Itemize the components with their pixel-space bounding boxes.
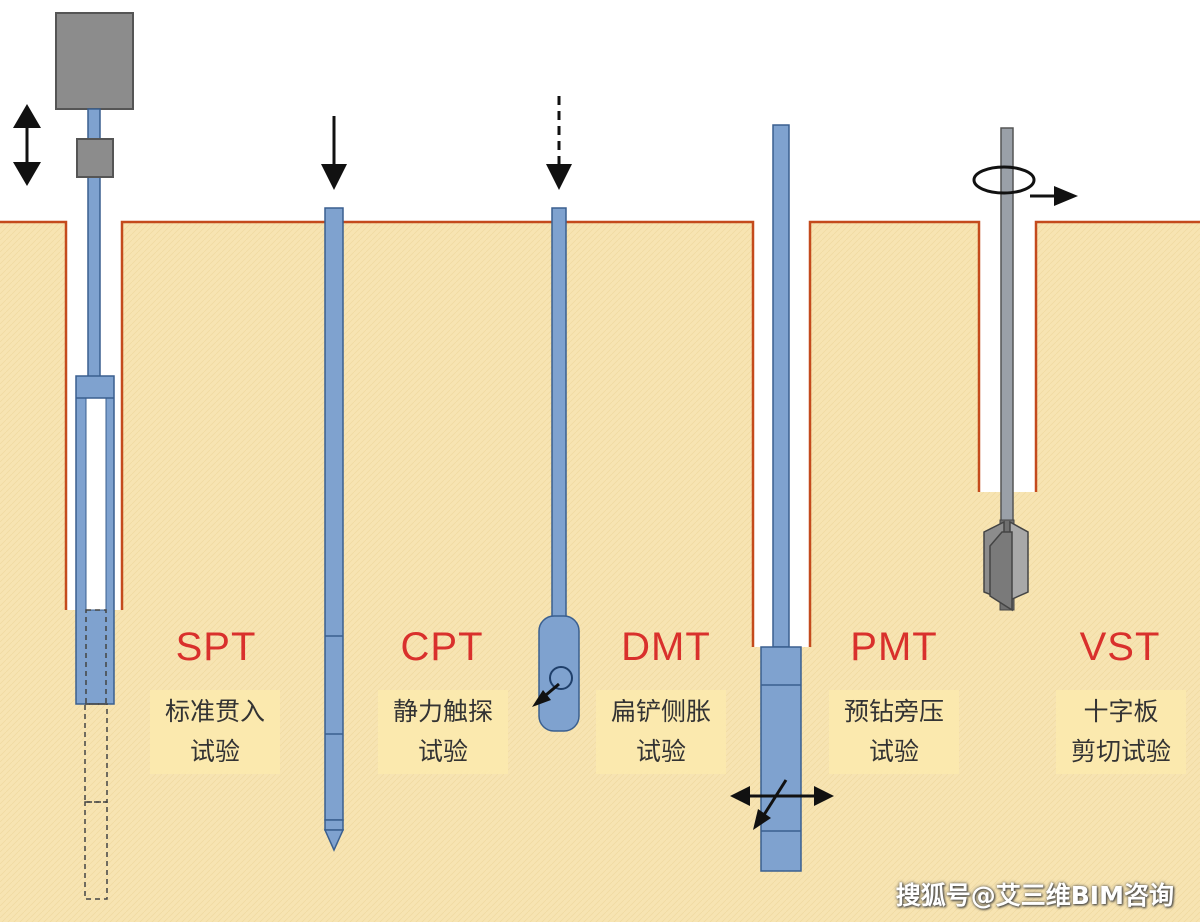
dmt-name-label: 扁铲侧胀 试验 — [596, 690, 726, 774]
pmt-name-label: 预钻旁压 试验 — [829, 690, 959, 774]
spt-name-line1: 标准贯入 — [164, 697, 265, 726]
pmt-name-line1: 预钻旁压 — [843, 697, 944, 726]
cpt-code-label: CPT — [400, 625, 484, 669]
spt-name-line2: 试验 — [189, 737, 240, 766]
vst-name-label: 十字板 剪切试验 — [1056, 690, 1186, 774]
vst-rod — [1000, 127, 1014, 524]
spt-apparatus — [55, 12, 134, 900]
down-arrow-icon — [321, 116, 347, 190]
spt-anvil — [76, 138, 114, 178]
spt-next-position-1 — [85, 609, 107, 705]
cpt-name-line1: 静力触探 — [392, 697, 493, 726]
dmt-apparatus — [538, 207, 580, 732]
spt-name-label: 标准贯入 试验 — [150, 690, 280, 774]
vst-name-line2: 剪切试验 — [1070, 737, 1171, 766]
dashed-down-arrow-icon — [546, 96, 572, 190]
dmt-code-label: DMT — [621, 625, 711, 669]
vst-vane-front — [989, 531, 1013, 612]
dmt-name-line2: 试验 — [635, 737, 686, 766]
dmt-name-line1: 扁铲侧胀 — [610, 697, 711, 726]
ground-surface-line — [0, 220, 1200, 647]
cpt-name-label: 静力触探 试验 — [378, 690, 508, 774]
dmt-membrane — [549, 666, 573, 690]
vst-name-line1: 十字板 — [1083, 697, 1159, 726]
pmt-name-line2: 试验 — [868, 737, 919, 766]
pmt-rod — [772, 124, 790, 648]
rotation-arrow-icon — [972, 165, 1078, 206]
spt-next-position-3 — [84, 801, 108, 900]
dmt-rod — [551, 207, 567, 621]
vst-apparatus — [983, 127, 1029, 612]
cpt-name-line2: 试验 — [417, 737, 468, 766]
watermark-text: 搜狐号@艾三维BIM咨询 — [895, 881, 1174, 910]
membrane-push-arrow-icon — [532, 682, 560, 707]
expansion-arrows-icon — [730, 779, 834, 830]
cpt-cone-tip — [323, 829, 345, 852]
pmt-apparatus — [760, 124, 802, 872]
spt-sampler-window — [85, 397, 107, 611]
double-arrow-icon — [13, 104, 41, 186]
cpt-apparatus — [323, 207, 345, 852]
pmt-probe — [760, 646, 802, 872]
spt-drive-hammer — [55, 12, 134, 110]
spt-code-label: SPT — [175, 625, 257, 669]
pmt-code-label: PMT — [850, 625, 938, 669]
vst-code-label: VST — [1079, 625, 1161, 669]
cpt-rod — [324, 207, 344, 821]
